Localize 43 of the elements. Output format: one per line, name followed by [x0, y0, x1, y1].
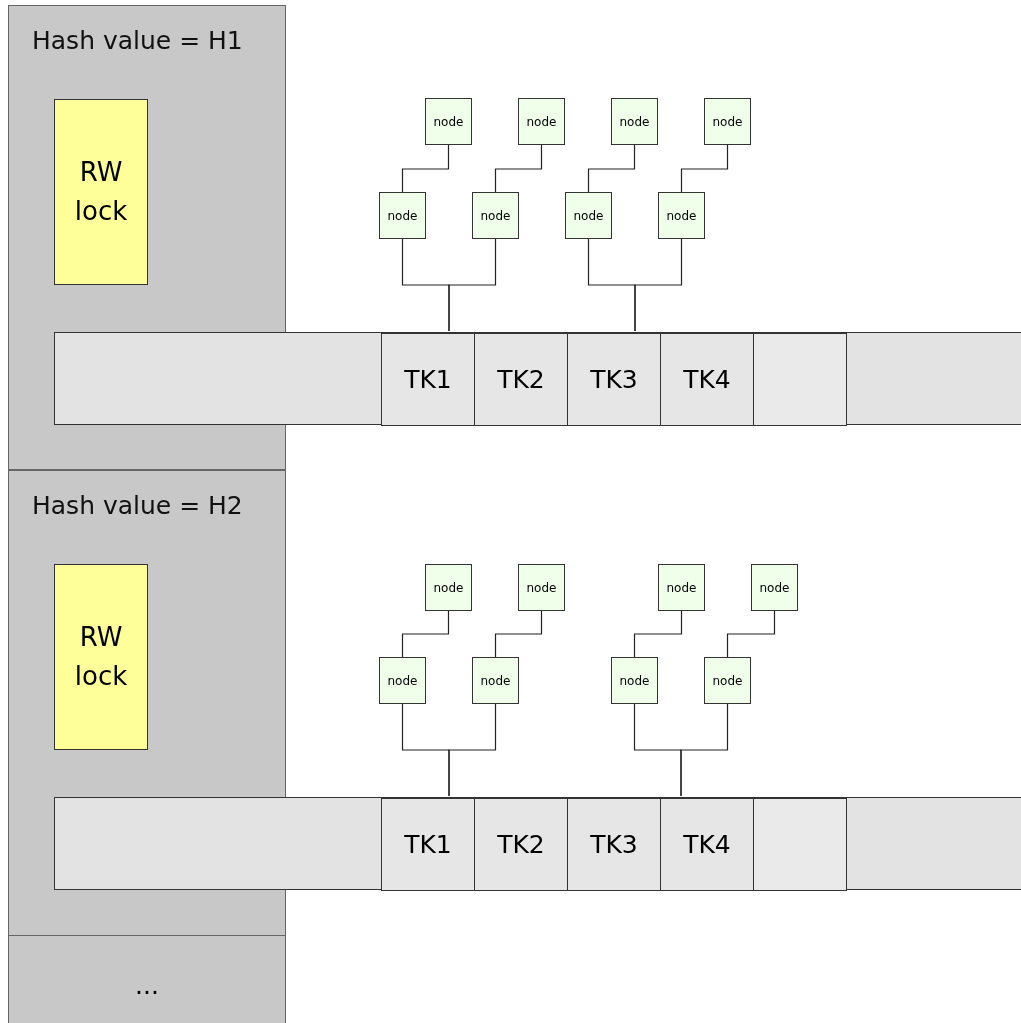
tree-node: node — [658, 564, 705, 611]
bucket-bar — [54, 797, 1021, 890]
tree-node: node — [379, 192, 426, 239]
bucket-title: Hash value = H1 — [32, 26, 243, 55]
tree-node: node — [704, 657, 751, 704]
token-cell: TK2 — [474, 333, 568, 426]
token-cell: TK2 — [474, 798, 568, 891]
connector-line — [680, 703, 729, 797]
token-cell: TK3 — [567, 798, 661, 891]
token-cell: TK3 — [567, 333, 661, 426]
bucket-title: Hash value = H2 — [32, 491, 243, 520]
connector-line — [401, 610, 450, 658]
connector-line — [633, 610, 683, 658]
tree-node: node — [704, 98, 751, 145]
tree-node: node — [425, 98, 472, 145]
tree-node: node — [751, 564, 798, 611]
connector-line — [494, 144, 543, 193]
tree-node: node — [379, 657, 426, 704]
lock-box: RW lock — [54, 564, 148, 750]
lock-box: RW lock — [54, 99, 148, 285]
tree-node: node — [472, 657, 519, 704]
connector-line — [587, 144, 636, 193]
bucket-bar — [54, 332, 1021, 425]
connector-line — [494, 610, 543, 658]
tree-node: node — [472, 192, 519, 239]
tree-node: node — [565, 192, 612, 239]
tree-node: node — [425, 564, 472, 611]
token-cell: TK1 — [381, 333, 475, 426]
tree-node: node — [658, 192, 705, 239]
tree-node: node — [518, 98, 565, 145]
connector-line — [448, 238, 497, 332]
token-cell: TK1 — [381, 798, 475, 891]
tree-node: node — [611, 657, 658, 704]
connector-line — [401, 144, 450, 193]
tree-node: node — [518, 564, 565, 611]
tree-node: node — [611, 98, 658, 145]
connector-line — [448, 703, 497, 797]
connector-line — [634, 238, 683, 332]
connector-line — [726, 610, 776, 658]
token-cell: TK4 — [660, 798, 754, 891]
connector-line — [680, 144, 729, 193]
token-cell: TK4 — [660, 333, 754, 426]
bucket-panel: ... — [8, 935, 286, 1023]
